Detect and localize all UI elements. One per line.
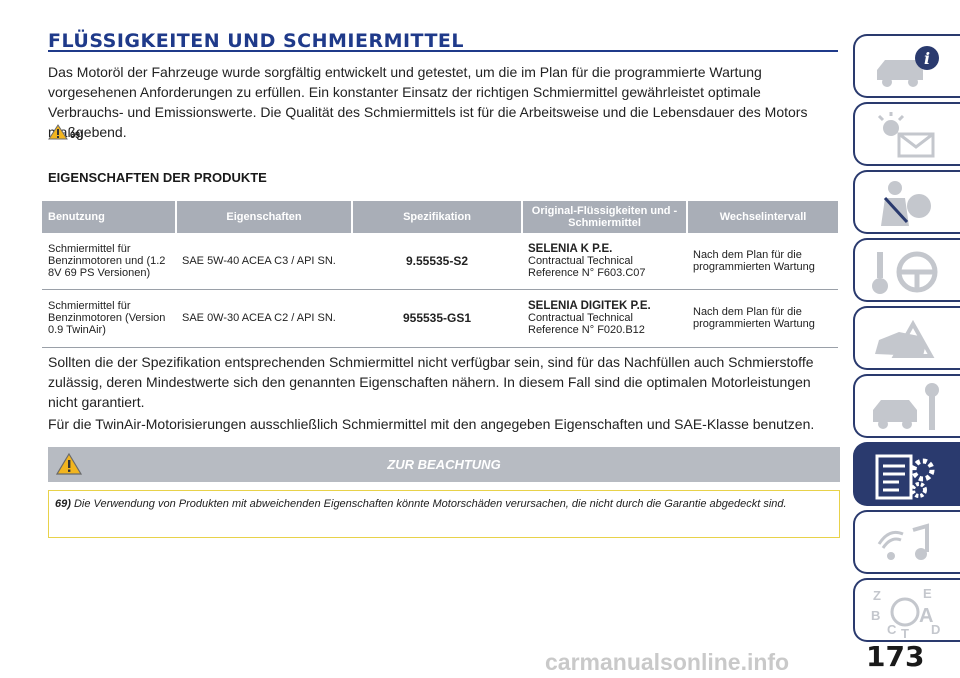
- properties-cell: SAE 5W-40 ACEA C3 / API SN.: [176, 233, 352, 290]
- note-text: Die Verwendung von Produkten mit abweich…: [73, 498, 787, 510]
- interval-cell: Nach dem Plan für die programmierten War…: [687, 233, 838, 290]
- index-letter: B: [871, 608, 880, 623]
- intro-paragraph: Das Motoröl der Fahrzeuge wurde sorgfält…: [48, 64, 808, 140]
- tab-multimedia[interactable]: [853, 510, 960, 574]
- table-row: Schmiermittel für Benzinmotoren und (1.2…: [42, 233, 838, 290]
- index-letter: Z: [873, 588, 881, 603]
- interval-cell: Nach dem Plan für die programmierten War…: [687, 289, 838, 348]
- properties-cell: SAE 0W-30 ACEA C2 / API SN.: [176, 289, 352, 348]
- warning-triangle-icon: [48, 124, 68, 140]
- product-reference: Contractual Technical Reference N° F020.…: [528, 312, 645, 336]
- note-body: 69) Die Verwendung von Produkten mit abw…: [48, 490, 840, 538]
- car-info-icon: i: [877, 46, 939, 87]
- tab-warning-lights[interactable]: [853, 102, 960, 166]
- watermark: carmanualsonline.info: [545, 649, 790, 675]
- tab-emergency[interactable]: [853, 306, 960, 370]
- index-letter: E: [923, 586, 932, 601]
- spec-cell: 955535-GS1: [352, 289, 522, 348]
- index-letters-icon: Z E B A C D T: [871, 586, 940, 638]
- car-accident-icon: [875, 319, 935, 358]
- column-header: Original-Flüssigkeiten und -Schmiermitte…: [522, 201, 688, 233]
- page-number: 173: [866, 640, 925, 673]
- tab-safety[interactable]: [853, 170, 960, 234]
- product-cell: SELENIA DIGITEK P.E. Contractual Technic…: [522, 289, 687, 348]
- index-letter: C: [887, 622, 897, 637]
- title-underline: [48, 50, 838, 52]
- body-paragraph: Für die TwinAir-Motorisierungen ausschli…: [48, 416, 815, 432]
- tab-maintenance[interactable]: [853, 374, 960, 438]
- svg-text:i: i: [924, 49, 930, 68]
- table-row: Schmiermittel für Benzinmotoren (Version…: [42, 289, 838, 348]
- key-steering-wheel-icon: [872, 251, 938, 294]
- product-reference: Contractual Technical Reference N° F603.…: [528, 254, 646, 279]
- products-table: Benutzung Eigenschaften Spezifikation Or…: [42, 201, 838, 348]
- tab-car-info[interactable]: i: [853, 34, 960, 98]
- index-letter: T: [901, 626, 909, 638]
- usage-cell: Schmiermittel für Benzinmotoren (Version…: [42, 289, 176, 348]
- product-name: SELENIA DIGITEK P.E.: [528, 300, 651, 312]
- page-title: FLÜSSIGKEITEN UND SCHMIERMITTEL: [48, 30, 464, 52]
- tab-index[interactable]: Z E B A C D T: [853, 578, 960, 642]
- tab-technical-data[interactable]: [853, 442, 960, 506]
- warning-lights-envelope-icon: [877, 112, 935, 158]
- column-header: Benutzung: [42, 201, 177, 233]
- product-cell: SELENIA K P.E. Contractual Technical Ref…: [522, 233, 687, 290]
- warning-reference: 69): [48, 124, 83, 140]
- warning-triangle-icon: [56, 453, 82, 475]
- table-header-row: Benutzung Eigenschaften Spezifikation Or…: [42, 201, 838, 233]
- column-header: Wechselintervall: [687, 201, 838, 233]
- index-letter: A: [919, 605, 933, 627]
- body-paragraph: Sollten die der Spezifikation entspreche…: [48, 354, 814, 410]
- car-wrench-icon: [873, 383, 939, 430]
- multimedia-icon: [877, 523, 929, 560]
- note-header: ZUR BEACHTUNG: [48, 447, 840, 482]
- usage-cell: Schmiermittel für Benzinmotoren und (1.2…: [42, 233, 176, 290]
- warning-reference-number: 69): [70, 130, 84, 140]
- tab-starting-driving[interactable]: [853, 238, 960, 302]
- column-header: Spezifikation: [352, 201, 523, 233]
- index-letter: D: [931, 622, 940, 637]
- seat-belt-airbag-icon: [881, 181, 931, 226]
- spec-cell: 9.55535-S2: [352, 233, 522, 290]
- section-subheading: EIGENSCHAFTEN DER PRODUKTE: [48, 170, 267, 185]
- technical-data-gears-icon: [875, 454, 935, 500]
- column-header: Eigenschaften: [176, 201, 353, 233]
- product-name: SELENIA K P.E.: [528, 242, 613, 255]
- note-heading: ZUR BEACHTUNG: [387, 457, 501, 472]
- note-number: 69): [55, 498, 71, 510]
